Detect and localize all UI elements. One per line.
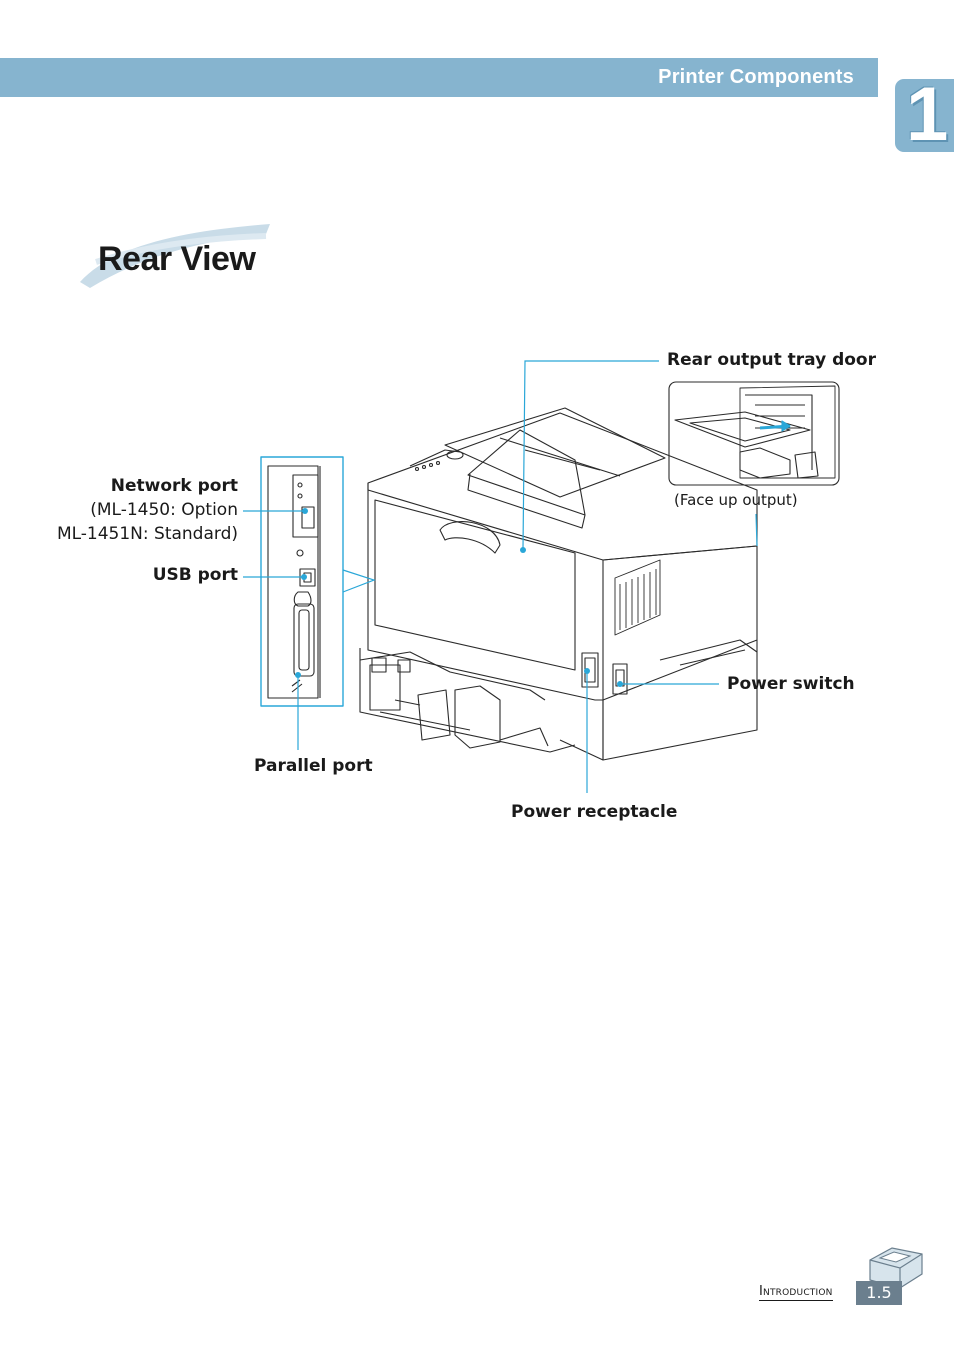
label-usb-port: USB port xyxy=(152,565,238,585)
page-number: 1.5 xyxy=(856,1281,902,1305)
power-receptacle-socket xyxy=(581,652,599,688)
chapter-number: 1 xyxy=(906,72,949,157)
connector-panel-frame xyxy=(260,456,344,707)
callout-rear-door xyxy=(522,360,659,549)
label-power-switch: Power switch xyxy=(727,674,855,694)
label-network-port-option: (ML-1450: Option xyxy=(90,500,238,520)
label-rear-output-tray-door: Rear output tray door xyxy=(667,350,876,370)
label-power-receptacle: Power receptacle xyxy=(511,802,678,822)
footer-section-name: Introduction xyxy=(759,1284,833,1301)
power-switch-toggle xyxy=(612,663,628,695)
printer-rear-diagram xyxy=(243,360,840,793)
label-network-port-standard: ML-1451N: Standard) xyxy=(56,524,238,544)
header-title: Printer Components xyxy=(658,66,854,88)
chapter-tab: 1 xyxy=(895,75,954,155)
section-swash-decoration xyxy=(80,224,270,288)
header-bar: Printer Components xyxy=(0,58,878,97)
printer-icon xyxy=(869,1247,923,1289)
label-parallel-port: Parallel port xyxy=(254,756,373,776)
parallel-port-jack xyxy=(293,603,315,677)
label-network-port: Network port xyxy=(110,476,238,496)
network-port-jack xyxy=(301,506,315,529)
section-title: Rear View xyxy=(98,240,256,278)
label-face-up-output: (Face up output) xyxy=(674,491,798,509)
